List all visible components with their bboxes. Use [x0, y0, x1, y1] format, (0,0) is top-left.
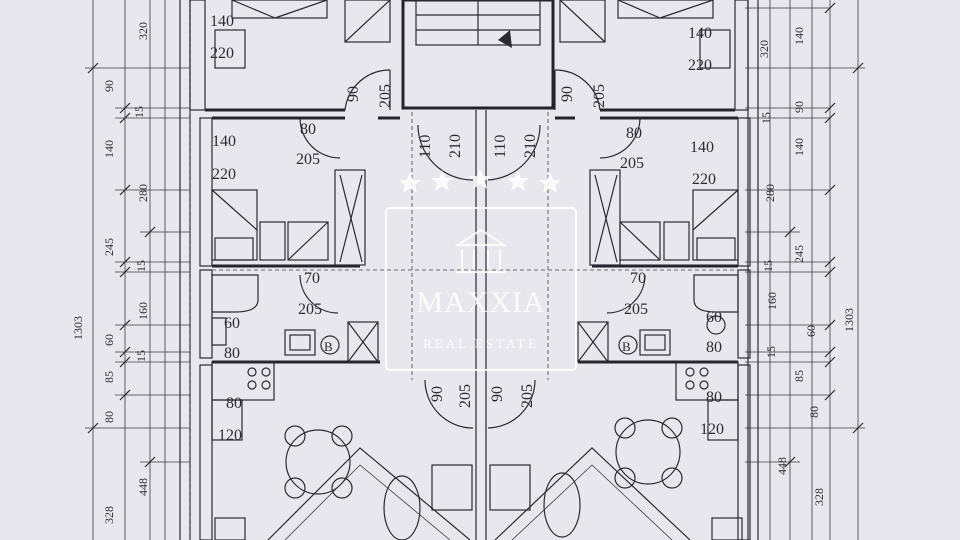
- lower-right-door-width: 90: [489, 386, 506, 402]
- right-dimension-lines: 1303 140 320 90 15 140 280 245 15 160 60…: [745, 0, 865, 540]
- lower-right-door-height: 205: [519, 384, 536, 408]
- left-dim-11: 85: [102, 371, 116, 383]
- right-bedroom-door-width: 80: [626, 125, 642, 142]
- watermark-brand: MAXXIA: [416, 286, 545, 319]
- left-kitchen-window-width: 80: [226, 395, 242, 412]
- right-bedroom-door-height: 205: [620, 155, 644, 172]
- left-dim-1: 320: [136, 22, 150, 40]
- right-bath-door-width: 70: [630, 270, 646, 287]
- right-dim-15: 328: [812, 488, 826, 506]
- watermark-logo: MAXXIA REAL ESTATE: [384, 168, 578, 372]
- boiler-left-label: B: [324, 339, 333, 354]
- right-entry-door-width: 90: [559, 86, 576, 102]
- watermark-stars-icon: [399, 168, 561, 193]
- right-bath-door-height: 205: [624, 301, 648, 318]
- left-bath-door-height: 205: [298, 301, 322, 318]
- right-kitchen-window-width: 80: [706, 389, 722, 406]
- right-dim-11: 15: [764, 346, 778, 358]
- top-left-window-height: 220: [210, 45, 234, 62]
- kitchen-right: [489, 361, 743, 540]
- left-bath-door-width: 70: [304, 270, 320, 287]
- right-dim-10: 60: [804, 325, 818, 337]
- left-bath-window-width: 60: [224, 315, 240, 332]
- right-dim-4: 15: [759, 112, 773, 124]
- watermark-tagline: REAL ESTATE: [423, 336, 539, 351]
- top-right-window-width: 140: [688, 25, 712, 42]
- right-dim-6: 280: [763, 184, 777, 202]
- door-swings: [299, 69, 646, 429]
- left-kitchen-window-height: 120: [218, 427, 242, 444]
- right-dim-8: 15: [761, 260, 775, 272]
- stair-door-left-width: 110: [417, 135, 434, 158]
- right-dim-13: 80: [807, 406, 821, 418]
- annotations: 140 220 140 220 90 205 90 205 110 210 11…: [210, 13, 724, 444]
- left-bedroom-window-height: 220: [212, 166, 236, 183]
- left-bedroom-door-height: 205: [296, 151, 320, 168]
- top-bedroom-right: [617, 0, 731, 69]
- right-dim-2: 320: [757, 40, 771, 58]
- bathroom-left: [211, 274, 379, 363]
- right-bath-window-height: 80: [706, 339, 722, 356]
- left-dim-14: 328: [102, 506, 116, 524]
- right-entry-door-height: 205: [591, 84, 608, 108]
- top-bedroom-left: [214, 0, 328, 69]
- left-bedroom-door-width: 80: [300, 121, 316, 138]
- left-dim-10: 15: [134, 350, 148, 362]
- left-dim-3: 15: [132, 106, 146, 118]
- right-kitchen-window-height: 120: [700, 421, 724, 438]
- left-dim-12: 80: [102, 411, 116, 423]
- right-dim-7: 245: [792, 245, 806, 263]
- bedroom-furniture-left: [211, 174, 363, 263]
- right-dim-1: 140: [792, 27, 806, 45]
- right-total-dimension: 1303: [842, 308, 856, 332]
- dashed-guides: [189, 5, 740, 540]
- top-right-window-height: 220: [688, 57, 712, 74]
- top-left-window-width: 140: [210, 13, 234, 30]
- stair-door-right-width: 110: [492, 135, 509, 158]
- stair-door-right-height: 210: [522, 134, 539, 158]
- kitchen-left: [211, 361, 473, 540]
- left-dim-5: 280: [136, 184, 150, 202]
- right-dim-12: 85: [792, 370, 806, 382]
- bathroom-right: [577, 274, 739, 363]
- lower-left-door-height: 205: [457, 384, 474, 408]
- stair-door-left-height: 210: [447, 134, 464, 158]
- left-dim-4: 140: [102, 140, 116, 158]
- left-dimension-lines: 1303 320 90 15 140 280 245 15 160 60 15 …: [71, 0, 190, 540]
- left-dim-8: 160: [136, 302, 150, 320]
- left-bath-window-height: 80: [224, 345, 240, 362]
- bedroom-furniture-right: [594, 174, 739, 263]
- right-bath-window-width: 60: [706, 309, 722, 326]
- lower-left-door-width: 90: [429, 386, 446, 402]
- right-dim-14: 448: [775, 457, 789, 475]
- left-total-dimension: 1303: [71, 316, 85, 340]
- left-dim-9: 60: [102, 334, 116, 346]
- boiler-right-label: B: [622, 339, 631, 354]
- left-dim-2: 90: [102, 80, 116, 92]
- right-bedroom-window-width: 140: [690, 139, 714, 156]
- right-dim-9: 160: [765, 292, 779, 310]
- left-entry-door-width: 90: [345, 86, 362, 102]
- right-dim-3: 90: [792, 101, 806, 113]
- left-dim-7: 15: [134, 260, 148, 272]
- left-dim-13: 448: [136, 478, 150, 496]
- right-bedroom-window-height: 220: [692, 171, 716, 188]
- right-dim-5: 140: [792, 138, 806, 156]
- left-entry-door-height: 205: [377, 84, 394, 108]
- left-bedroom-window-width: 140: [212, 133, 236, 150]
- temple-icon: [454, 228, 508, 274]
- left-dim-6: 245: [102, 238, 116, 256]
